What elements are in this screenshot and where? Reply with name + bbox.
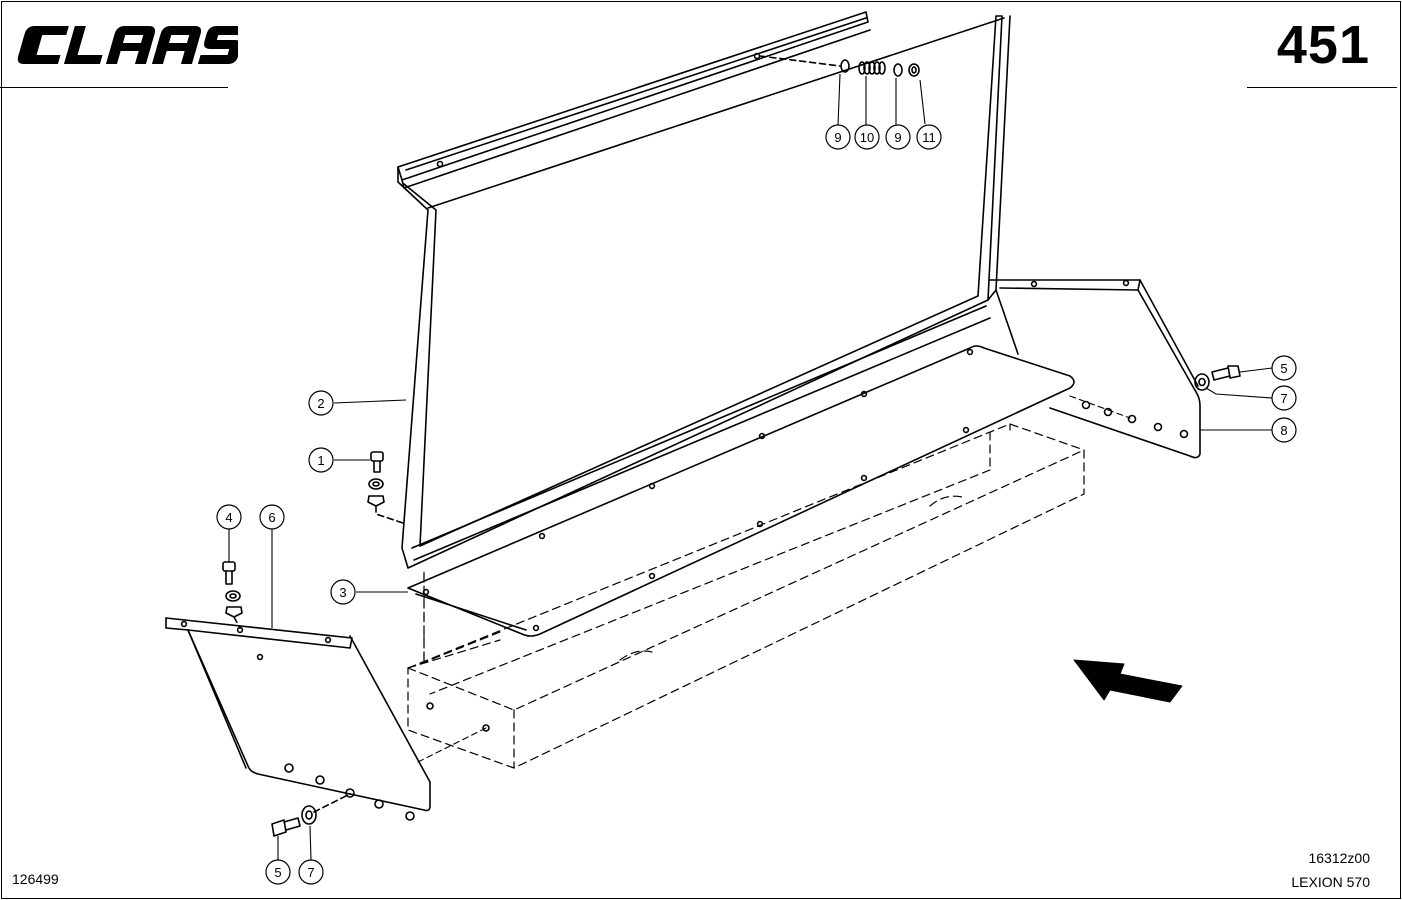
- shield-panel: [397, 15, 1019, 569]
- reference-number: 126499: [12, 871, 59, 887]
- drawing-code: 16312z00: [1308, 850, 1370, 866]
- svg-text:5: 5: [274, 865, 281, 880]
- callout-5-left: 5: [265, 859, 291, 885]
- bolt-4-hardware: [222, 561, 243, 629]
- bolt-1-hardware: [367, 451, 407, 525]
- left-bracket: [165, 617, 431, 821]
- callout-1: 1: [308, 447, 334, 473]
- callout-8: 8: [1271, 417, 1297, 443]
- callout-2: 2: [308, 390, 334, 416]
- model-name: LEXION 570: [1291, 874, 1370, 890]
- top-rail: [397, 11, 871, 189]
- callouts: 1 2 3 4 5 6 7: [216, 124, 1297, 885]
- callout-3: 3: [330, 579, 356, 605]
- bolt-5-left-hardware: [271, 793, 351, 837]
- svg-text:10: 10: [860, 130, 874, 145]
- svg-text:6: 6: [268, 510, 275, 525]
- callout-4: 4: [216, 504, 242, 530]
- svg-text:9: 9: [834, 130, 841, 145]
- callout-11: 11: [916, 124, 942, 150]
- callout-7-left: 7: [298, 859, 324, 885]
- callout-10: 10: [854, 124, 880, 150]
- svg-text:2: 2: [317, 396, 324, 411]
- phantom-housing: [407, 423, 1085, 769]
- svg-text:4: 4: [225, 510, 232, 525]
- top-fastener-stack: [759, 55, 920, 77]
- bolt-5-right-hardware: [1194, 365, 1241, 391]
- svg-text:11: 11: [922, 130, 936, 145]
- svg-text:8: 8: [1280, 423, 1287, 438]
- header-rule-left: [0, 87, 228, 88]
- callout-6: 6: [259, 504, 285, 530]
- bottom-plate: [407, 345, 1075, 637]
- callout-5-right: 5: [1271, 355, 1297, 381]
- right-bracket: [989, 279, 1201, 459]
- direction-arrow-icon: [1073, 659, 1183, 703]
- svg-text:3: 3: [339, 585, 346, 600]
- header-rule-right: [1247, 87, 1397, 88]
- svg-text:1: 1: [317, 453, 324, 468]
- page-number: 451: [1276, 15, 1370, 75]
- brand-logo: [17, 26, 238, 64]
- svg-text:7: 7: [307, 865, 314, 880]
- callout-9-second: 9: [885, 124, 911, 150]
- callout-7-right: 7: [1271, 385, 1297, 411]
- svg-text:5: 5: [1280, 361, 1287, 376]
- svg-text:7: 7: [1280, 391, 1287, 406]
- leader-lines: [228, 73, 1273, 861]
- svg-text:9: 9: [894, 130, 901, 145]
- callout-9-first: 9: [825, 124, 851, 150]
